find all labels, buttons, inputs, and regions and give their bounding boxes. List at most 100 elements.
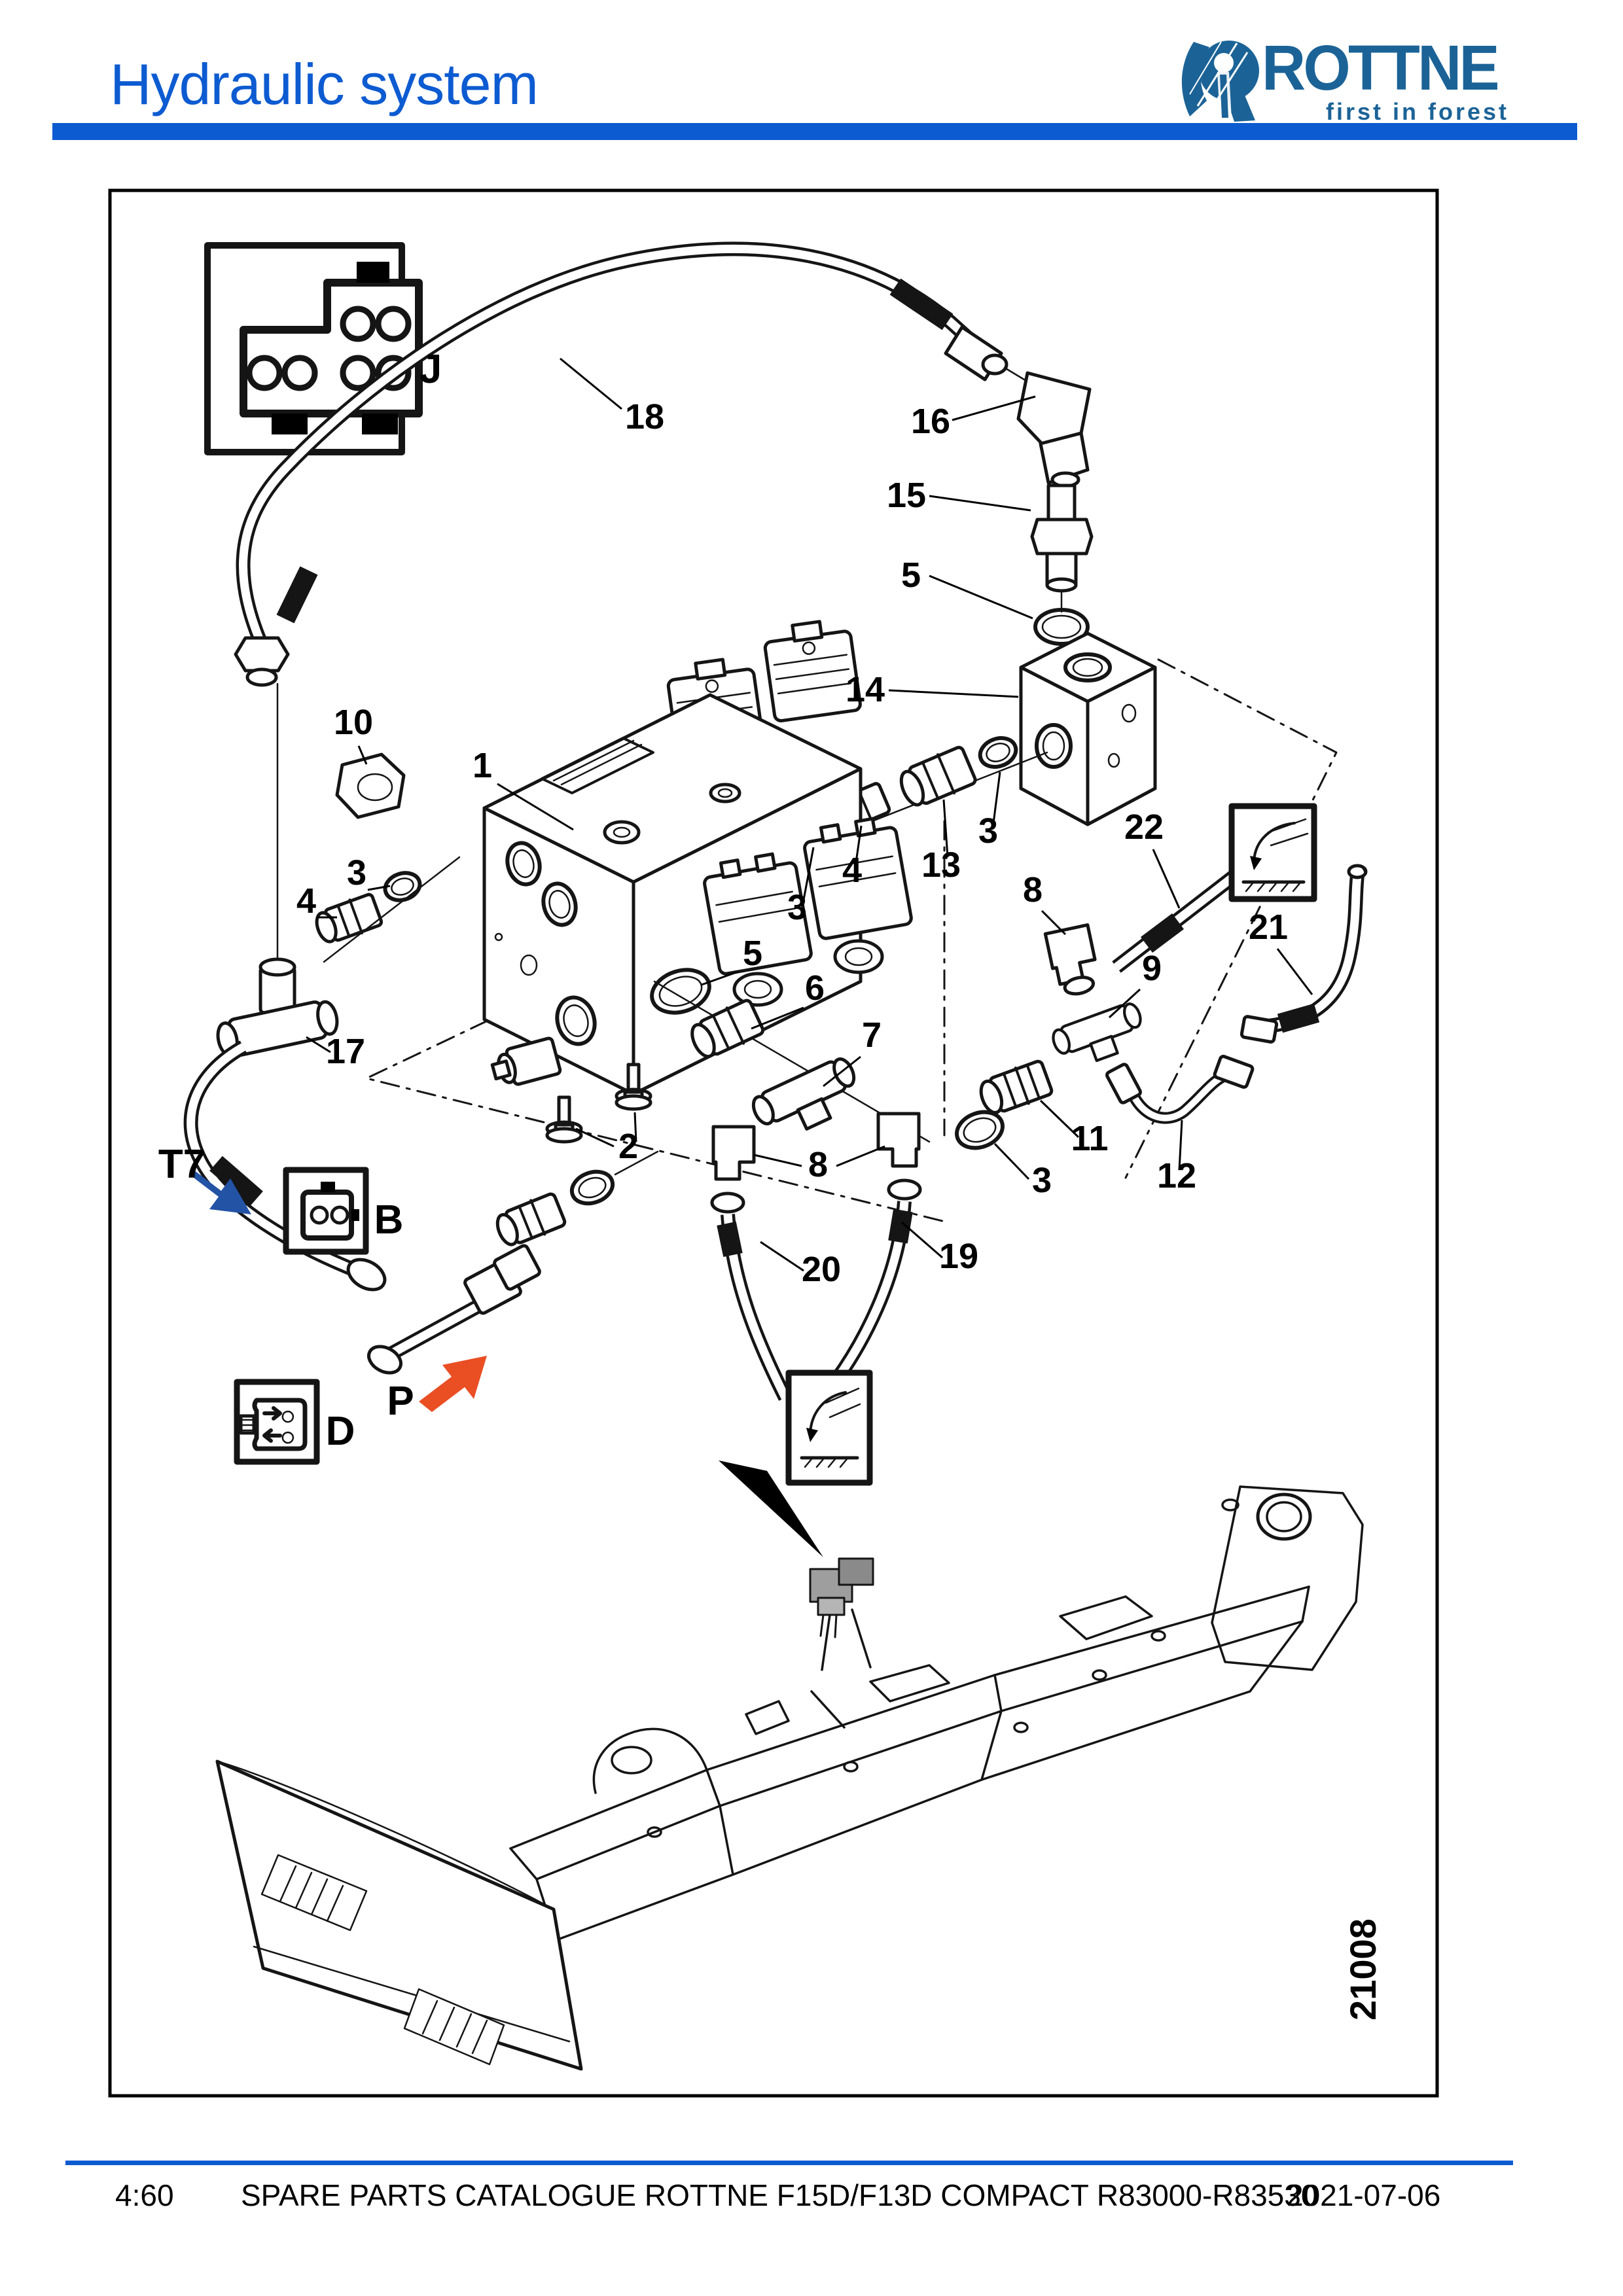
callout-4: 4 <box>296 881 316 921</box>
label-D: D <box>326 1409 355 1454</box>
rottne-emblem-icon <box>1181 41 1259 122</box>
callout-7: 7 <box>862 1016 882 1055</box>
o-ring-3-bottom <box>569 1169 615 1206</box>
fitting-6 <box>690 998 765 1059</box>
label-B: B <box>374 1197 404 1243</box>
callout-19: 19 <box>939 1237 978 1276</box>
callout-15: 15 <box>887 476 926 515</box>
callout-3: 3 <box>347 853 366 892</box>
callout-17: 17 <box>326 1032 365 1071</box>
callout-20: 20 <box>802 1250 841 1289</box>
locator-pointer <box>719 1460 823 1557</box>
leader-line <box>802 847 815 900</box>
connector-b-symbol <box>283 1167 369 1255</box>
leader-line <box>1152 849 1181 909</box>
pipe-p <box>367 1244 541 1375</box>
leader-line <box>751 1006 804 1030</box>
leader-line <box>952 395 1036 421</box>
callout-6: 6 <box>805 968 825 1008</box>
leader-lines <box>306 357 1313 1272</box>
nipple-fitting-15 <box>1030 484 1094 613</box>
leader-line <box>701 970 739 986</box>
callout-11: 11 <box>1071 1119 1108 1158</box>
connector-j-symbol <box>204 242 423 455</box>
leader-line <box>1041 910 1067 936</box>
rottne-logo <box>1171 31 1518 123</box>
machine-frame <box>418 1485 1364 1990</box>
leader-line <box>753 1154 802 1167</box>
callout-5: 5 <box>743 934 762 973</box>
callout-1: 1 <box>473 746 492 785</box>
header-accent-bar <box>52 123 1577 140</box>
footer-date: 2021-07-06 <box>1287 2178 1441 2212</box>
callout-12: 12 <box>1157 1156 1196 1195</box>
callout-2: 2 <box>618 1127 638 1166</box>
fitting-4-bottom <box>495 1192 567 1246</box>
leader-line <box>901 1221 943 1259</box>
grease-icon-box-lower <box>785 1369 873 1486</box>
leader-line <box>855 825 863 863</box>
callout-9: 9 <box>1142 949 1162 988</box>
mounted-valve-block <box>809 1557 874 1638</box>
grease-icon-box-upper <box>1228 803 1317 902</box>
callout-10: 10 <box>334 703 373 742</box>
callout-3: 3 <box>787 888 807 927</box>
elbow-8-left <box>710 1125 756 1214</box>
bolt-2b <box>615 1063 652 1111</box>
tee-fitting-17 <box>216 957 339 1057</box>
footer-page-number: 4:60 <box>115 2178 174 2212</box>
logo-tagline: first in forest <box>1325 98 1509 125</box>
callout-22: 22 <box>1124 807 1164 847</box>
leader-line <box>993 1142 1030 1180</box>
pump-d-symbol <box>234 1379 320 1465</box>
valve-block-14 <box>1019 631 1157 826</box>
tee-fitting-9 <box>1052 1002 1142 1063</box>
callout-16: 16 <box>911 402 950 441</box>
o-ring-3-right <box>955 1110 1005 1150</box>
callout-3: 3 <box>978 811 998 851</box>
hose-18 <box>234 241 1047 1012</box>
nut-10 <box>335 752 406 819</box>
elbow-8-right <box>876 1112 922 1201</box>
callout-21: 21 <box>1249 908 1288 947</box>
callout-3: 3 <box>1032 1161 1052 1200</box>
leader-line <box>357 745 368 765</box>
hose-21 <box>1240 864 1368 1044</box>
elbow-8-upper-right <box>1043 923 1097 996</box>
dozer-blade <box>215 1759 583 2071</box>
leader-line <box>836 1145 885 1167</box>
leader-line <box>560 357 622 410</box>
leader-line <box>306 1036 331 1053</box>
leader-line <box>497 783 574 831</box>
leader-line <box>929 574 1033 620</box>
leader-line <box>1108 988 1141 1019</box>
callout-8: 8 <box>1023 870 1043 910</box>
leader-line <box>1276 948 1313 995</box>
t7-flow-arrow <box>191 1170 251 1214</box>
leader-line <box>1178 1120 1183 1171</box>
elbow-fitting-16 <box>1016 371 1092 489</box>
callout-14: 14 <box>846 670 885 709</box>
leader-line <box>992 771 1001 824</box>
callout-13: 13 <box>921 845 961 885</box>
leader-line <box>367 885 391 891</box>
hose-20 <box>717 1214 792 1401</box>
bolt-2a <box>545 1095 583 1144</box>
label-21008: 21008 <box>1342 1918 1383 2021</box>
p-flow-arrow <box>419 1356 487 1412</box>
label-T7: T7 <box>158 1142 205 1187</box>
callout-5: 5 <box>901 556 921 595</box>
fitting-13 <box>899 745 977 807</box>
callout-8: 8 <box>808 1145 828 1184</box>
u-tube-12 <box>1105 1055 1255 1124</box>
callout-18: 18 <box>625 397 664 436</box>
leader-line <box>575 1127 615 1148</box>
footer-catalogue-title: SPARE PARTS CATALOGUE ROTTNE F15D/F13D C… <box>241 2178 1318 2212</box>
leader-line <box>823 1055 861 1087</box>
main-valve-block-1 <box>482 620 913 1096</box>
leader-line <box>1039 1099 1080 1139</box>
figure-border <box>108 188 1439 2098</box>
footer-accent-line <box>65 2161 1513 2165</box>
